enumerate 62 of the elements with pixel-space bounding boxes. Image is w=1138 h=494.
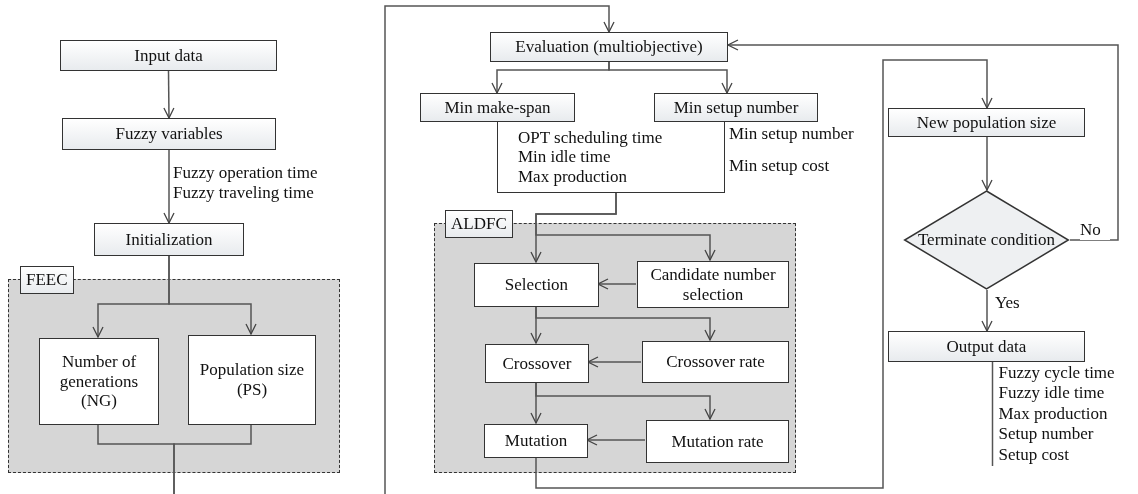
process-box — [485, 344, 589, 383]
box-text: Candidate number selection — [649, 264, 777, 305]
box-text: Mutation rate — [671, 431, 764, 452]
connector-arrow — [535, 192, 716, 261]
process-box — [420, 93, 575, 122]
output-item-text: Fuzzy idle time — [998, 383, 1106, 404]
box-text: New population size — [916, 112, 1057, 133]
box-text: Number of generations (NG) — [58, 352, 140, 411]
box-text: Mutation — [504, 431, 568, 451]
box-text: Initialization — [125, 229, 213, 250]
box-text: Min setup number — [673, 97, 799, 118]
process-box — [646, 420, 789, 463]
output-item-text: Max production — [998, 403, 1109, 425]
connector-arrow — [587, 356, 642, 368]
box-text: Min idle time — [518, 147, 611, 167]
box-text: Fuzzy variables — [115, 124, 223, 144]
process-box — [188, 335, 316, 425]
connector-arrow — [535, 381, 716, 420]
objective-text: Min setup number — [729, 124, 854, 144]
connector-arrow — [535, 305, 716, 341]
box-text: Evaluation (multiobjective) — [515, 37, 703, 57]
process-box — [888, 108, 1085, 137]
connector-arrow — [163, 149, 175, 224]
output-item-text: Fuzzy cycle time — [998, 363, 1115, 384]
connector-arrow — [597, 278, 637, 290]
process-box — [474, 263, 599, 307]
box-text: Max production — [518, 166, 628, 187]
box-text: Crossover — [502, 353, 572, 374]
process-box — [60, 40, 277, 71]
process-box — [94, 223, 244, 256]
box-text: Output data — [946, 336, 1027, 357]
box-text: Crossover rate — [666, 352, 765, 372]
box-text: Terminate condition — [917, 230, 1056, 250]
box-text: Population size (PS) — [198, 360, 306, 400]
process-box — [888, 331, 1085, 362]
connector-arrow — [168, 255, 257, 335]
connector-arrow — [608, 61, 733, 94]
box-text: Selection — [504, 275, 569, 295]
connector-arrow — [384, 5, 615, 494]
group-heading: ALDFC — [445, 210, 513, 238]
process-box — [62, 118, 276, 150]
connector-arrow — [981, 136, 993, 191]
process-box — [642, 341, 789, 383]
box-text: Min make-span — [444, 97, 551, 118]
box-text: OPT scheduling time — [518, 127, 663, 148]
process-box — [654, 93, 818, 122]
process-box — [637, 261, 789, 308]
process-box — [484, 424, 588, 458]
connector-arrow — [535, 59, 993, 489]
decision-diamond — [903, 190, 1070, 290]
objectives-box — [497, 122, 725, 193]
connector-arrow — [163, 70, 175, 119]
output-item-text: Setup number — [998, 424, 1095, 445]
process-box — [39, 338, 159, 425]
connector-arrow — [586, 434, 646, 446]
connector-arrow — [727, 39, 1119, 241]
connector-arrow — [981, 289, 993, 332]
objective-text: Min setup cost — [729, 156, 830, 176]
output-item-text: Setup cost — [998, 444, 1070, 465]
group-heading: FEEC — [20, 266, 74, 294]
process-box — [490, 32, 728, 62]
box-text: Input data — [134, 45, 203, 66]
